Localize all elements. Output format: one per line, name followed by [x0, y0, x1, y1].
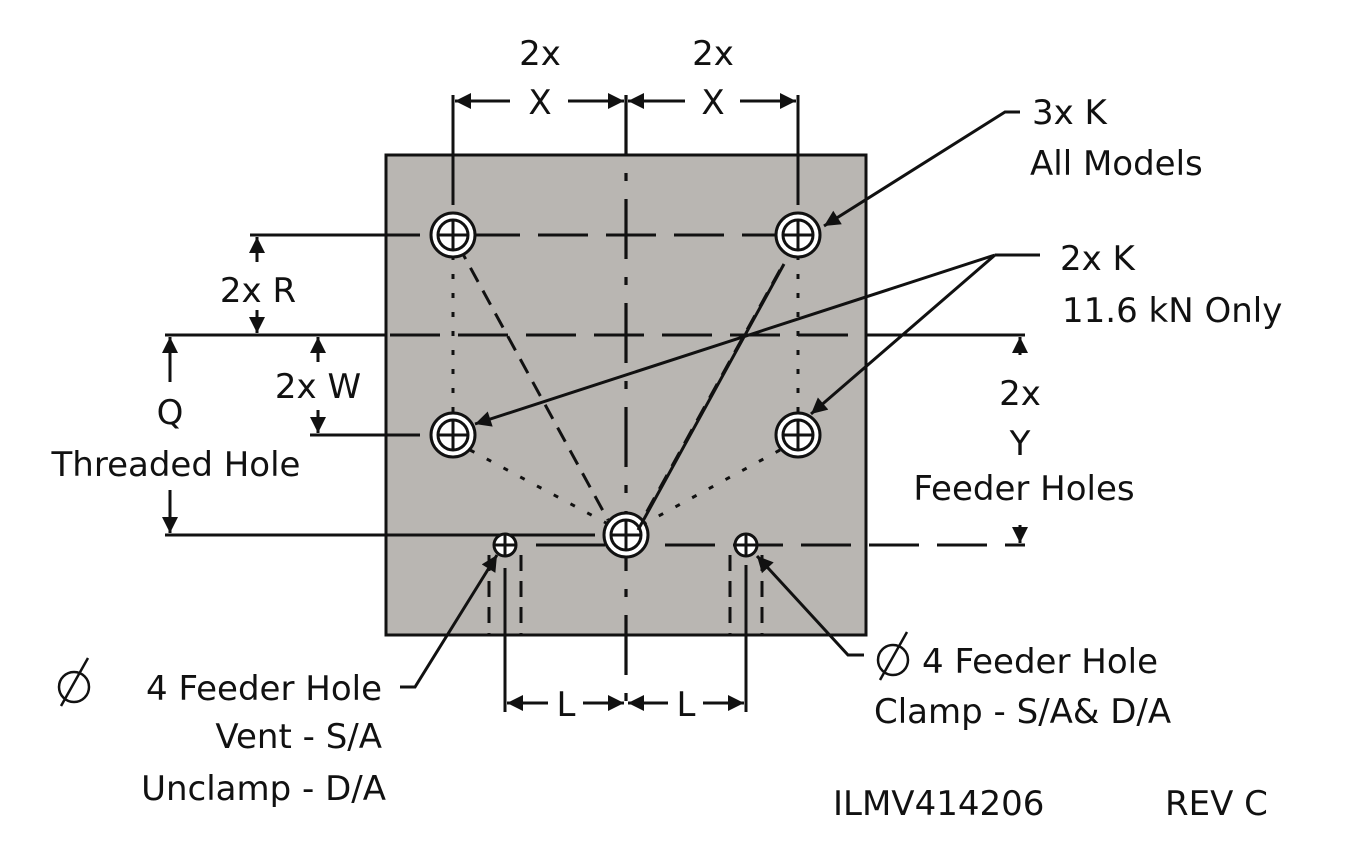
dim-l-left: L: [557, 685, 576, 725]
dim-q-desc: Threaded Hole: [51, 445, 301, 485]
hole-mid-right: [774, 411, 822, 459]
dim-x-left: X: [528, 83, 551, 123]
callout-k-116-qty: 2x K: [1060, 239, 1137, 279]
dim-y-qty: 2x: [999, 374, 1041, 414]
feeder-hole-left: [492, 532, 518, 558]
callout-k-116-desc: 11.6 kN Only: [1062, 291, 1282, 331]
feeder-hole-right: [733, 532, 759, 558]
callout-k-all-desc: All Models: [1030, 144, 1203, 184]
callout-k-all-qty: 3x K: [1032, 93, 1109, 133]
part-number: ILMV414206: [833, 784, 1044, 824]
feeder-left-line2: Vent - S/A: [215, 717, 382, 757]
dim-w: 2x W: [275, 367, 361, 407]
hole-mid-left: [429, 411, 477, 459]
dimension-w: 2x W: [275, 337, 361, 433]
diameter-icon: [57, 657, 91, 707]
feeder-right-line2: Clamp - S/A& D/A: [874, 692, 1171, 732]
revision: REV C: [1165, 784, 1268, 824]
feeder-left-line3: Unclamp - D/A: [141, 769, 386, 809]
diameter-icon: [876, 631, 910, 681]
callout-leaders: [400, 110, 1040, 689]
feeder-left-title: 4 Feeder Hole: [146, 669, 382, 709]
dim-y: Y: [1009, 424, 1031, 464]
feeder-right-title: 4 Feeder Hole: [922, 642, 1158, 682]
dim-r: 2x R: [220, 271, 296, 311]
dimension-q: Q Threaded Hole: [51, 337, 301, 533]
hole-top-right: [774, 211, 822, 259]
dimension-r: 2x R: [220, 237, 296, 333]
center-lines: [165, 95, 1025, 710]
dim-y-desc: Feeder Holes: [913, 469, 1134, 509]
hole-bottom-center: [602, 511, 650, 559]
dimension-x: 2x X 2x X: [455, 34, 796, 123]
hole-top-left: [429, 211, 477, 259]
dim-x-right: X: [701, 83, 724, 123]
dimension-y: 2x Y Feeder Holes: [913, 337, 1135, 543]
dimension-l: L L: [507, 685, 744, 725]
dim-l-right: L: [677, 685, 696, 725]
dim-x-left-qty: 2x: [519, 34, 561, 74]
dim-x-right-qty: 2x: [692, 34, 734, 74]
dim-q: Q: [157, 393, 184, 433]
